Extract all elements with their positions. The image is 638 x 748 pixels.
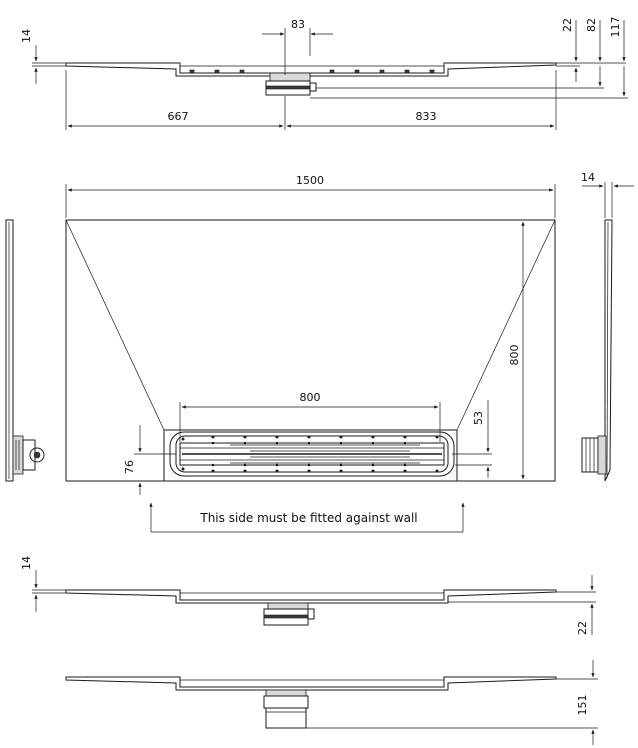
dim-top-drain-width: 83 [291, 18, 305, 31]
dim-channel-offset: 53 [472, 411, 485, 425]
dim-left-length: 667 [168, 110, 189, 123]
fall-line-right [456, 219, 556, 431]
tray-outline [65, 219, 556, 482]
dim-top-left-thickness: 14 [20, 29, 33, 43]
drain-body [265, 72, 317, 96]
bottom2-drain [263, 689, 309, 729]
plan-view: 1500 [65, 174, 556, 533]
top-elevation-view: 14 83 667 833 22 82 117 [20, 17, 628, 130]
bottom-elevation-2: 151 [65, 660, 598, 745]
channel-holes [189, 69, 435, 74]
dim-right-length: 833 [416, 110, 437, 123]
dim-overall-width: 1500 [296, 174, 324, 187]
dim-channel-length: 800 [300, 391, 321, 404]
right-drain-outlet [581, 435, 607, 475]
wall-note: This side must be fitted against wall [199, 511, 417, 525]
dim-bottom1-thickness: 14 [20, 556, 33, 570]
dim-side-thickness: 14 [581, 171, 595, 184]
bottom1-drain [263, 602, 315, 626]
dim-channel-side: 76 [123, 460, 136, 474]
dim-depth: 800 [508, 345, 521, 366]
dim-bottom2-151: 151 [576, 695, 589, 716]
tray-profile [65, 62, 557, 77]
channel-grate [169, 431, 455, 477]
grate-bolts [181, 435, 439, 473]
dim-bottom1-22: 22 [576, 621, 589, 635]
dim-top-right-82: 82 [585, 18, 598, 32]
left-drain-outlet [12, 435, 45, 475]
right-side-view: 14 [581, 171, 634, 482]
channel-recess [163, 429, 458, 481]
left-side-view [5, 219, 45, 482]
dim-top-right-22: 22 [561, 18, 574, 32]
fall-line-left [65, 219, 165, 431]
bottom-elevation-1: 14 22 [20, 556, 596, 635]
dim-top-right-117: 117 [609, 17, 622, 38]
